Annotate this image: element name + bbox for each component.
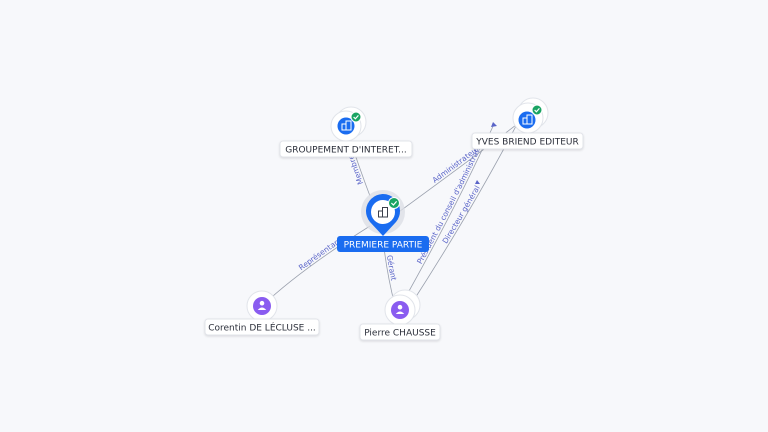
building-icon xyxy=(522,114,533,125)
edge-label-gerant: Gérant xyxy=(385,254,398,281)
person-node-dot xyxy=(391,301,409,319)
node-premiere-partie[interactable]: PREMIERE PARTIE xyxy=(337,190,429,252)
node-label-groupement: GROUPEMENT D'INTERET... xyxy=(285,146,406,156)
verified-check-icon xyxy=(388,197,400,209)
edge-label-membre: Membre xyxy=(346,153,365,186)
node-corentin[interactable]: Corentin DE LÉCLUSE ... xyxy=(204,290,320,336)
node-label-yves: YVES BRIEND EDITEUR xyxy=(475,138,579,148)
node-label-pierre: Pierre CHAUSSE xyxy=(364,329,436,339)
verified-check-icon xyxy=(531,104,543,116)
node-pierre-chausse[interactable]: Pierre CHAUSSE xyxy=(359,289,441,341)
arrowhead xyxy=(491,122,497,127)
verified-check-icon xyxy=(350,111,362,123)
node-groupement[interactable]: GROUPEMENT D'INTERET... xyxy=(279,106,413,158)
person-icon xyxy=(257,300,267,310)
main-node-label-pill xyxy=(337,236,429,252)
node-label-corentin: Corentin DE LÉCLUSE ... xyxy=(208,322,316,334)
arrowhead xyxy=(475,180,480,184)
node-label-pill xyxy=(279,140,413,158)
node-label-pill xyxy=(204,318,320,336)
node-yves-briend-editeur[interactable]: YVES BRIEND EDITEUR xyxy=(471,97,584,150)
node-label-premiere-partie: PREMIERE PARTIE xyxy=(344,241,423,251)
node-label-pill xyxy=(471,132,584,150)
person-node-dot xyxy=(253,297,271,315)
building-icon xyxy=(378,207,388,218)
edge-arrowheads xyxy=(475,122,497,184)
edge-label-representant: Représentant xyxy=(297,236,344,273)
person-icon xyxy=(395,304,405,314)
node-label-pill xyxy=(359,323,441,341)
building-icon xyxy=(341,120,352,131)
